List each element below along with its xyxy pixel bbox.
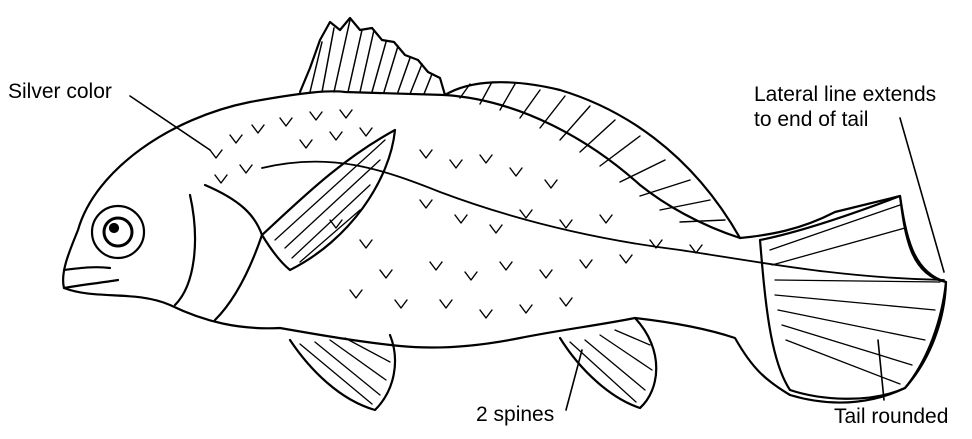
leader-lateral-line: [900, 118, 944, 272]
label-lateral-line: Lateral line extends to end of tail: [754, 82, 936, 132]
label-silver-color: Silver color: [8, 79, 112, 104]
label-lateral-line-line1: Lateral line extends: [754, 82, 936, 107]
pectoral-fin: [262, 130, 395, 270]
pelvic-fin: [290, 335, 395, 410]
dorsal-spiny-fin: [300, 18, 445, 95]
leader-silver-color: [130, 96, 210, 150]
eye-outer: [92, 206, 144, 258]
gill-cover: [205, 185, 262, 320]
label-tail-rounded: Tail rounded: [834, 404, 948, 429]
tail-fin: [760, 196, 946, 399]
mouth: [64, 267, 118, 288]
leader-tail-rounded: [878, 340, 884, 400]
lateral-line: [262, 162, 944, 280]
dorsal-soft-fin: [445, 82, 740, 238]
eye-inner: [104, 218, 132, 246]
label-two-spines: 2 spines: [476, 402, 554, 427]
label-lateral-line-line2: to end of tail: [754, 107, 936, 132]
